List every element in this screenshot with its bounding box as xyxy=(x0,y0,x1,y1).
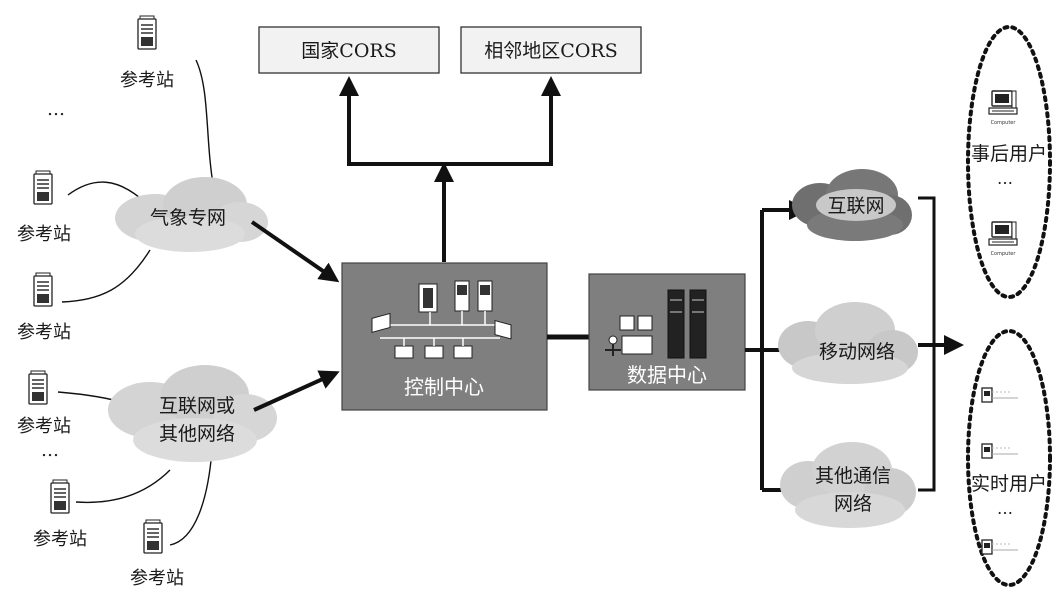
other-comm-label-line2: 网络 xyxy=(834,493,872,515)
mobile-network-label: 移动网络 xyxy=(819,341,895,363)
data-center-box: 数据中心 xyxy=(589,274,745,390)
left-arrows xyxy=(252,222,336,410)
post-users-group: Computer 事后用户 … Computer xyxy=(968,27,1050,297)
national-cors-box: 国家CORS xyxy=(259,27,439,73)
station-label: 参考站 xyxy=(17,224,71,245)
server-tower-icon xyxy=(51,480,69,513)
control-center-label: 控制中心 xyxy=(404,375,484,399)
gnss-receiver-icon xyxy=(982,444,1018,458)
server-tower-icon xyxy=(34,171,52,204)
station-4 xyxy=(29,371,47,404)
station-label: 参考站 xyxy=(17,322,71,343)
gnss-receiver-icon xyxy=(982,540,1018,554)
computer-caption: Computer xyxy=(991,120,1017,126)
realtime-users-label: 实时用户 xyxy=(971,473,1047,495)
station-links xyxy=(58,60,214,545)
ellipsis-1: … xyxy=(47,99,65,120)
computer-icon xyxy=(989,222,1017,245)
ellipsis-2: … xyxy=(41,440,59,461)
computer-caption: Computer xyxy=(991,251,1017,257)
upload-arrows xyxy=(349,80,551,262)
server-tower-icon xyxy=(144,520,162,553)
station-label: 参考站 xyxy=(130,568,184,589)
station-1 xyxy=(138,16,156,49)
station-2 xyxy=(34,171,52,204)
internet-label: 互联网 xyxy=(827,195,884,217)
realtime-users-group: 实时用户 … xyxy=(968,331,1050,585)
internet-or-label-line2: 其他网络 xyxy=(159,423,235,445)
server-tower-icon xyxy=(138,16,156,49)
user-bracket xyxy=(918,198,960,490)
national-cors-label: 国家CORS xyxy=(301,40,396,62)
server-tower-icon xyxy=(29,371,47,404)
computer-icon xyxy=(989,91,1017,114)
realtime-users-ellipsis: … xyxy=(997,499,1013,518)
gnss-receiver-icon xyxy=(982,388,1018,402)
server-tower-icon xyxy=(34,273,52,306)
neighbor-cors-label: 相邻地区CORS xyxy=(484,40,617,62)
station-label: 参考站 xyxy=(33,529,87,550)
internet-or-label-line1: 互联网或 xyxy=(159,395,235,417)
station-3 xyxy=(34,273,52,306)
station-label: 参考站 xyxy=(17,416,71,437)
station-label: 参考站 xyxy=(120,70,174,91)
other-comm-label-line1: 其他通信 xyxy=(815,465,891,487)
control-center-box: 控制中心 xyxy=(342,263,547,410)
data-center-label: 数据中心 xyxy=(627,363,707,387)
neighbor-cors-box: 相邻地区CORS xyxy=(461,27,641,73)
post-users-label: 事后用户 xyxy=(971,143,1047,165)
station-5 xyxy=(51,480,69,513)
station-6 xyxy=(144,520,162,553)
post-users-ellipsis: … xyxy=(997,169,1013,188)
weather-network-label: 气象专网 xyxy=(150,207,226,229)
